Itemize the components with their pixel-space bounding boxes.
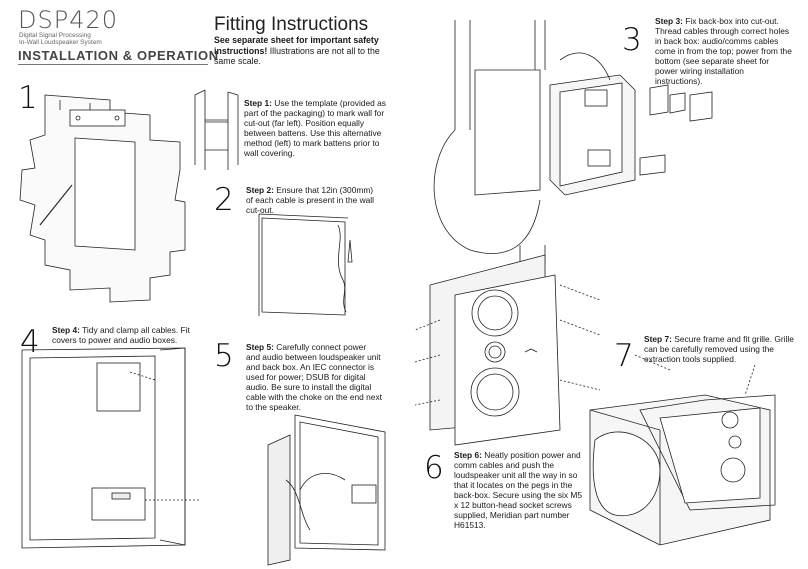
step-6-label: Step 6: (454, 450, 482, 460)
step-2-number: 2 (214, 182, 234, 218)
step-6-body: Neatly position power and comm cables an… (454, 450, 583, 530)
step-7-label: Step 7: (644, 334, 672, 344)
step-4-body: Tidy and clamp all cables. Fit covers to… (52, 325, 190, 345)
step-5-text: Step 5: Carefully connect power and audi… (246, 342, 382, 412)
grille-illustration (589, 354, 776, 546)
safety-warning: See separate sheet for important safety … (214, 35, 382, 67)
step-5-body: Carefully connect power and audio betwee… (246, 342, 382, 412)
fitting-title: Fitting Instructions (214, 14, 369, 35)
step-7-text: Step 7: Secure frame and fit grille. Gri… (644, 334, 794, 364)
brand-logo: DSP420 (18, 6, 118, 34)
cutout-illustration (258, 213, 353, 316)
step-7-number: 7 (614, 338, 634, 374)
step-3-body: Fix back-box into cut-out. Thread cables… (655, 16, 792, 86)
step-6-text: Step 6: Neatly position power and comm c… (454, 450, 584, 530)
step-4-label: Step 4: (52, 325, 80, 335)
step-6-number: 6 (424, 450, 444, 486)
step-2-body: Ensure that 12in (300mm) of each cable i… (246, 185, 375, 215)
batten-illustration (194, 89, 239, 170)
step-1-number: 1 (18, 80, 38, 116)
loudspeaker-unit-illustration (414, 254, 601, 446)
step-3-label: Step 3: (655, 16, 683, 26)
safety-warning-bold: See separate sheet for important safety … (214, 35, 379, 56)
step-1-label: Step 1: (244, 98, 272, 108)
step-1-text: Step 1: Use the template (provided as pa… (244, 98, 392, 158)
brand-subtitle-2: In-Wall Loudspeaker System (19, 39, 102, 46)
step-4-number: 4 (20, 324, 40, 360)
step-2-text: Step 2: Ensure that 12in (300mm) of each… (246, 185, 382, 215)
step-4-text: Step 4: Tidy and clamp all cables. Fit c… (52, 325, 192, 345)
connection-illustration (267, 414, 386, 566)
safety-warning-rest: Illustrations are not all to the same sc… (214, 45, 380, 67)
brand-subtitle-1: Digital Signal Processing (19, 32, 91, 39)
step-3-number: 3 (622, 22, 642, 58)
title-divider (18, 64, 208, 65)
step-5-label: Step 5: (246, 342, 274, 352)
page-title: INSTALLATION & OPERATION (18, 48, 219, 63)
step-3-text: Step 3: Fix back-box into cut-out. Threa… (655, 16, 793, 86)
step-5-number: 5 (214, 338, 234, 374)
backbox-wall-illustration (433, 20, 713, 265)
step-7-body: Secure frame and fit grille. Grille can … (644, 334, 794, 364)
template-illustration (19, 94, 186, 303)
step-1-body: Use the template (provided as part of th… (244, 98, 386, 158)
covered-backbox-illustration (21, 347, 200, 549)
step-2-label: Step 2: (246, 185, 274, 195)
